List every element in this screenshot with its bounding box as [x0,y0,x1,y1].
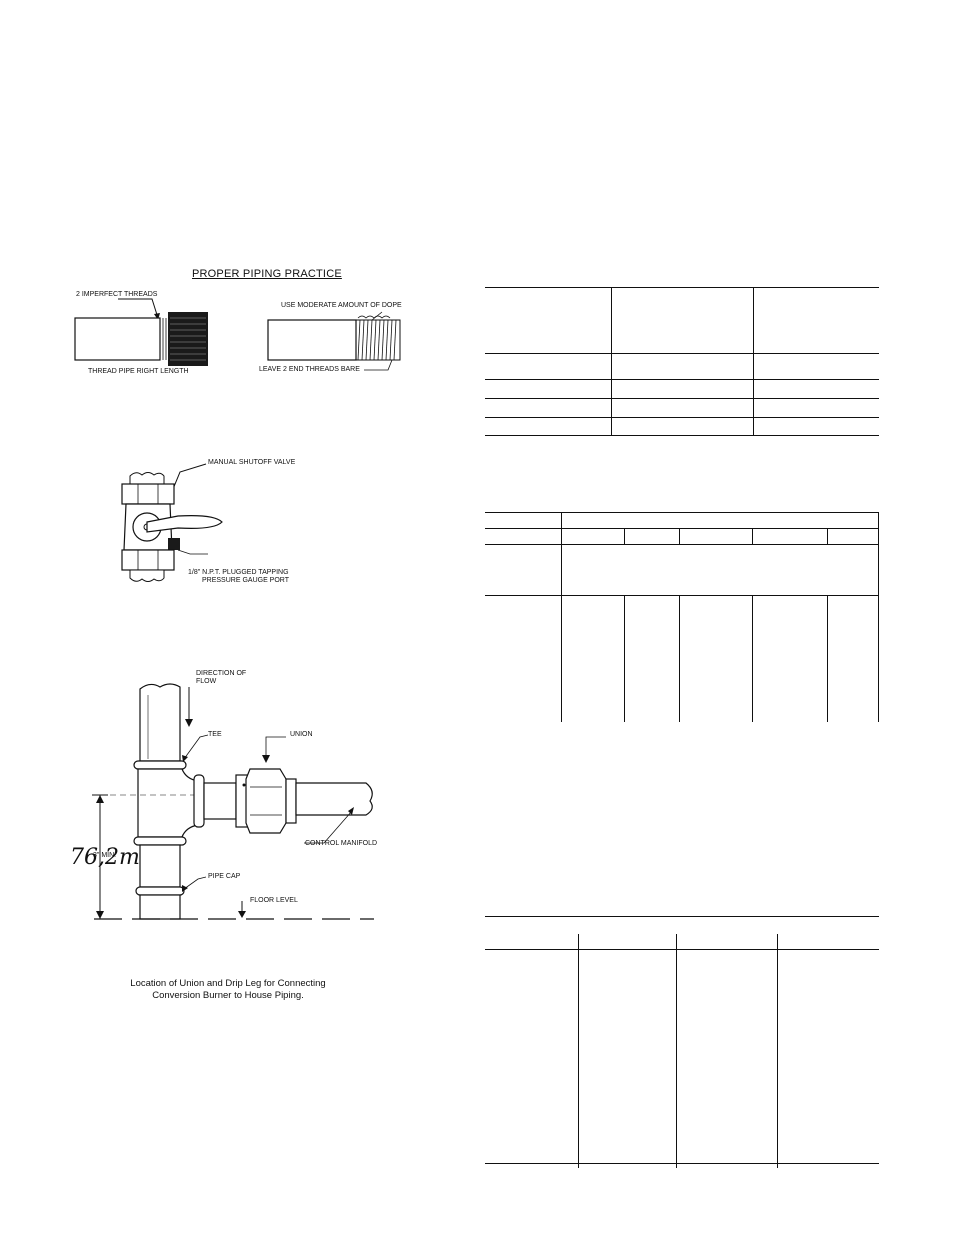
thread-pipe-illustration [74,298,208,366]
table-1-top-rule [485,287,879,288]
table-2-column-divider [624,595,625,722]
drip-leg-illustration [92,683,374,920]
moderate-dope-label: USE MODERATE AMOUNT OF DOPE [281,302,402,309]
floor-level-label: FLOOR LEVEL [250,897,298,904]
table-2-right-edge [878,512,879,722]
min-height-label: 3" MIN. [93,852,117,859]
table-3-header-rule [485,949,879,950]
table-2-top-rule [485,512,879,513]
table-3-top-rule [485,916,879,917]
table-3-column-divider [676,934,677,1168]
table-2-column-divider [561,512,562,722]
direction-of-flow-line2: FLOW [196,678,217,685]
direction-of-flow-line1: DIRECTION OF [196,670,247,677]
manual-shutoff-valve-illustration [121,463,223,582]
manual-shutoff-label: MANUAL SHUTOFF VALVE [208,459,296,466]
tee-label: TEE [208,731,222,738]
caption-line-1: Location of Union and Drip Leg for Conne… [130,978,326,989]
tapping-label-line1: 1/8" N.P.T. PLUGGED TAPPING [188,569,289,576]
table-2-row-rule [485,528,879,529]
union-label: UNION [290,731,313,738]
tapping-label-line2: PRESSURE GAUGE PORT [202,577,290,584]
drip-leg-caption: Location of Union and Drip Leg for Conne… [110,978,346,1002]
table-1-column-divider [753,287,754,435]
table-1-row-rule [485,379,879,380]
control-manifold-label: CONTROL MANIFOLD [305,840,378,847]
table-1-header-rule [485,353,879,354]
table-2-column-divider [679,528,680,544]
pipe-cap-label: PIPE CAP [208,873,241,880]
table-1-column-divider [611,287,612,435]
table-2-column-divider [827,595,828,722]
table-2-row-rule [485,595,879,596]
table-1-row-rule [485,398,879,399]
imperfect-threads-label: 2 IMPERFECT THREADS [76,291,158,298]
table-1-bottom-rule [485,435,879,436]
caption-line-2: Conversion Burner to House Piping. [152,990,304,1001]
thread-pipe-length-label: THREAD PIPE RIGHT LENGTH [88,368,189,375]
table-2-column-divider [752,528,753,544]
table-1-row-rule [485,417,879,418]
table-3-bottom-rule [485,1163,879,1164]
table-3-column-divider [578,934,579,1168]
dope-pipe-illustration [267,311,401,371]
table-2-row-rule [485,544,879,545]
table-2-column-divider [827,528,828,544]
end-threads-bare-label: LEAVE 2 END THREADS BARE [259,366,360,373]
table-2-column-divider [752,595,753,722]
table-2-column-divider [679,595,680,722]
piping-practice-title: PROPER PIPING PRACTICE [192,268,342,280]
table-2-column-divider [624,528,625,544]
table-3-column-divider [777,934,778,1168]
